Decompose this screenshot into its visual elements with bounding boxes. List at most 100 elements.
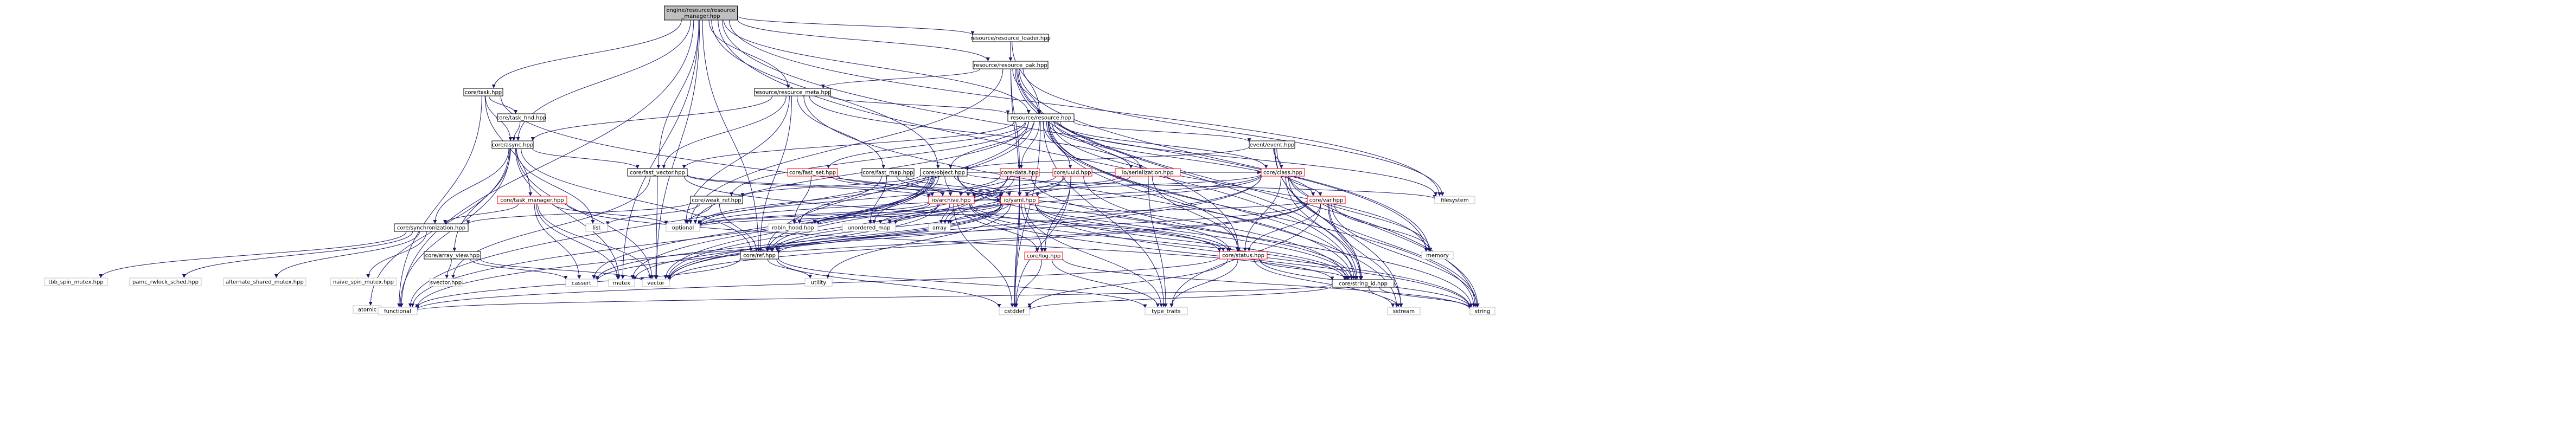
- edge: [698, 202, 929, 227]
- edge-root-to-memory: [722, 20, 1428, 252]
- edge: [1289, 176, 1433, 252]
- node-core-weak-ref[interactable]: core/weak_ref.hpp: [690, 196, 743, 204]
- node-resource-resource[interactable]: resource/resource.hpp: [1007, 113, 1075, 122]
- edge: [534, 203, 581, 280]
- edge-core_var-to-cassert: [595, 202, 1308, 281]
- edge: [722, 20, 1428, 252]
- node-core-fast-vector[interactable]: core/fast_vector.hpp: [627, 168, 688, 177]
- edge-event_event-to-sstream: [1275, 148, 1403, 308]
- edge-core_object-to-optional: [698, 176, 926, 224]
- node-core-class[interactable]: core/class.hpp: [1261, 168, 1305, 177]
- node-core-status[interactable]: core/status.hpp: [1219, 251, 1268, 260]
- edge: [595, 202, 1308, 281]
- node-core-fast-set[interactable]: core/fast_set.hpp: [787, 168, 838, 177]
- node-box: [920, 168, 968, 177]
- node-core-var[interactable]: core/var.hpp: [1307, 196, 1346, 204]
- node-sstream: sstream: [1387, 307, 1421, 315]
- edge-core_data-to-io_archive: [958, 176, 1011, 197]
- node-core-task[interactable]: core/task.hpp: [463, 88, 503, 96]
- edge-core_string_id-to-functional: [415, 284, 1333, 311]
- node-root[interactable]: engine/resource/resource_manager.hpp: [664, 5, 738, 21]
- edge-core_synchronization-to-tbb_spin_mutex: [99, 231, 407, 279]
- edge-core_object-to-io_yaml: [954, 176, 1012, 197]
- edge: [737, 19, 990, 62]
- edge-core_array_view-to-cassert: [470, 258, 568, 280]
- node-core-object[interactable]: core/object.hpp: [920, 168, 968, 177]
- node-core-async[interactable]: core/async.hpp: [491, 140, 534, 149]
- node-box: [740, 251, 779, 260]
- node-box: [429, 278, 463, 287]
- node-label: engine/resource/resource: [666, 8, 735, 14]
- node-label: core/ref.hpp: [743, 253, 776, 259]
- edge-core_data-to-core_string_id: [1031, 176, 1353, 280]
- edge: [621, 20, 699, 280]
- edge: [972, 173, 1262, 198]
- edge-root-to-core_ref: [702, 20, 760, 252]
- edge-resource_meta-to-core_fast_map: [796, 95, 886, 169]
- edge: [1014, 176, 1071, 308]
- node-box: [44, 277, 108, 286]
- edge: [1275, 148, 1403, 308]
- edge: [491, 20, 682, 89]
- node-core-ref[interactable]: core/ref.hpp: [740, 251, 779, 260]
- node-io-archive[interactable]: io/archive.hpp: [928, 196, 975, 204]
- edge-core_class-to-memory: [1289, 176, 1433, 252]
- edge-core_weak_ref-to-core_synchronization: [466, 202, 691, 224]
- node-label: resource/resource_meta.hpp: [753, 90, 831, 96]
- edge: [792, 176, 811, 224]
- edge: [1259, 258, 1349, 280]
- node-core-log[interactable]: core/log.hpp: [1024, 251, 1063, 260]
- node-io-serialization[interactable]: io/serialization.hpp: [1115, 168, 1181, 177]
- edge-core_string_id-to-string: [1379, 287, 1472, 308]
- node-core-synchronization[interactable]: core/synchronization.hpp: [394, 223, 469, 232]
- node-resource-meta[interactable]: resource/resource_meta.hpp: [753, 88, 832, 96]
- edge: [1052, 259, 1160, 308]
- edge-resource_resource-to-functional: [408, 121, 1029, 308]
- node-core-string-id[interactable]: core/string_id.hpp: [1332, 279, 1395, 288]
- node-core-task-manager[interactable]: core/task_manager.hpp: [497, 196, 567, 204]
- node-core-data[interactable]: core/data.hpp: [1000, 168, 1040, 177]
- node-box: [642, 279, 670, 287]
- edge: [1012, 68, 1041, 114]
- edge-core_object-to-filesystem: [967, 173, 1437, 199]
- edge-core_status-to-type_traits: [1169, 258, 1238, 308]
- node-core-array-view[interactable]: core/array_view.hpp: [424, 251, 481, 260]
- node-core-uuid[interactable]: core/uuid.hpp: [1052, 168, 1092, 177]
- edge: [536, 203, 619, 280]
- node-resource-pak[interactable]: resource/resource_pak.hpp: [973, 61, 1049, 69]
- edge: [966, 176, 1056, 197]
- edge: [948, 203, 1009, 224]
- node-box: [1249, 140, 1295, 149]
- edge: [687, 175, 931, 198]
- node-event-event[interactable]: event/event.hpp: [1249, 140, 1295, 149]
- nodes-layer: engine/resource/resource_manager.hppreso…: [44, 5, 1495, 315]
- edge-root-to-mutex: [621, 20, 699, 280]
- edge: [1019, 68, 1431, 252]
- edge: [698, 201, 1001, 227]
- node-label: core/status.hpp: [1222, 253, 1264, 259]
- edge: [1031, 176, 1353, 280]
- edge-core_class-to-io_archive: [972, 173, 1262, 198]
- edge: [887, 203, 1001, 224]
- node-box: [754, 88, 831, 96]
- edge-resource_resource-to-memory: [1051, 121, 1429, 252]
- edge: [702, 20, 760, 252]
- edge-core_class-to-core_var: [1288, 176, 1322, 197]
- node-box: [1261, 168, 1305, 177]
- edge: [1057, 121, 1268, 169]
- node-label: vector: [647, 281, 665, 287]
- node-label: unordered_map: [848, 225, 891, 231]
- node-core-fast-map[interactable]: core/fast_map.hpp: [861, 168, 915, 177]
- edge-resource_resource-to-core_fast_set: [826, 121, 1026, 169]
- node-box: [223, 277, 306, 286]
- node-core-task-hnd[interactable]: core/task_hnd.hpp: [496, 113, 546, 122]
- node-io-yaml[interactable]: io/yaml.hpp: [1000, 196, 1039, 204]
- node-box: [1469, 307, 1495, 315]
- edge: [1043, 121, 1166, 308]
- edge-core_class-to-unordered_map: [893, 175, 1262, 224]
- edge: [516, 148, 595, 224]
- node-resource-loader[interactable]: resource/resource_loader.hpp: [970, 34, 1051, 42]
- edge-core_ref-to-utility: [767, 258, 813, 279]
- edge-core_var-to-vector: [667, 202, 1308, 281]
